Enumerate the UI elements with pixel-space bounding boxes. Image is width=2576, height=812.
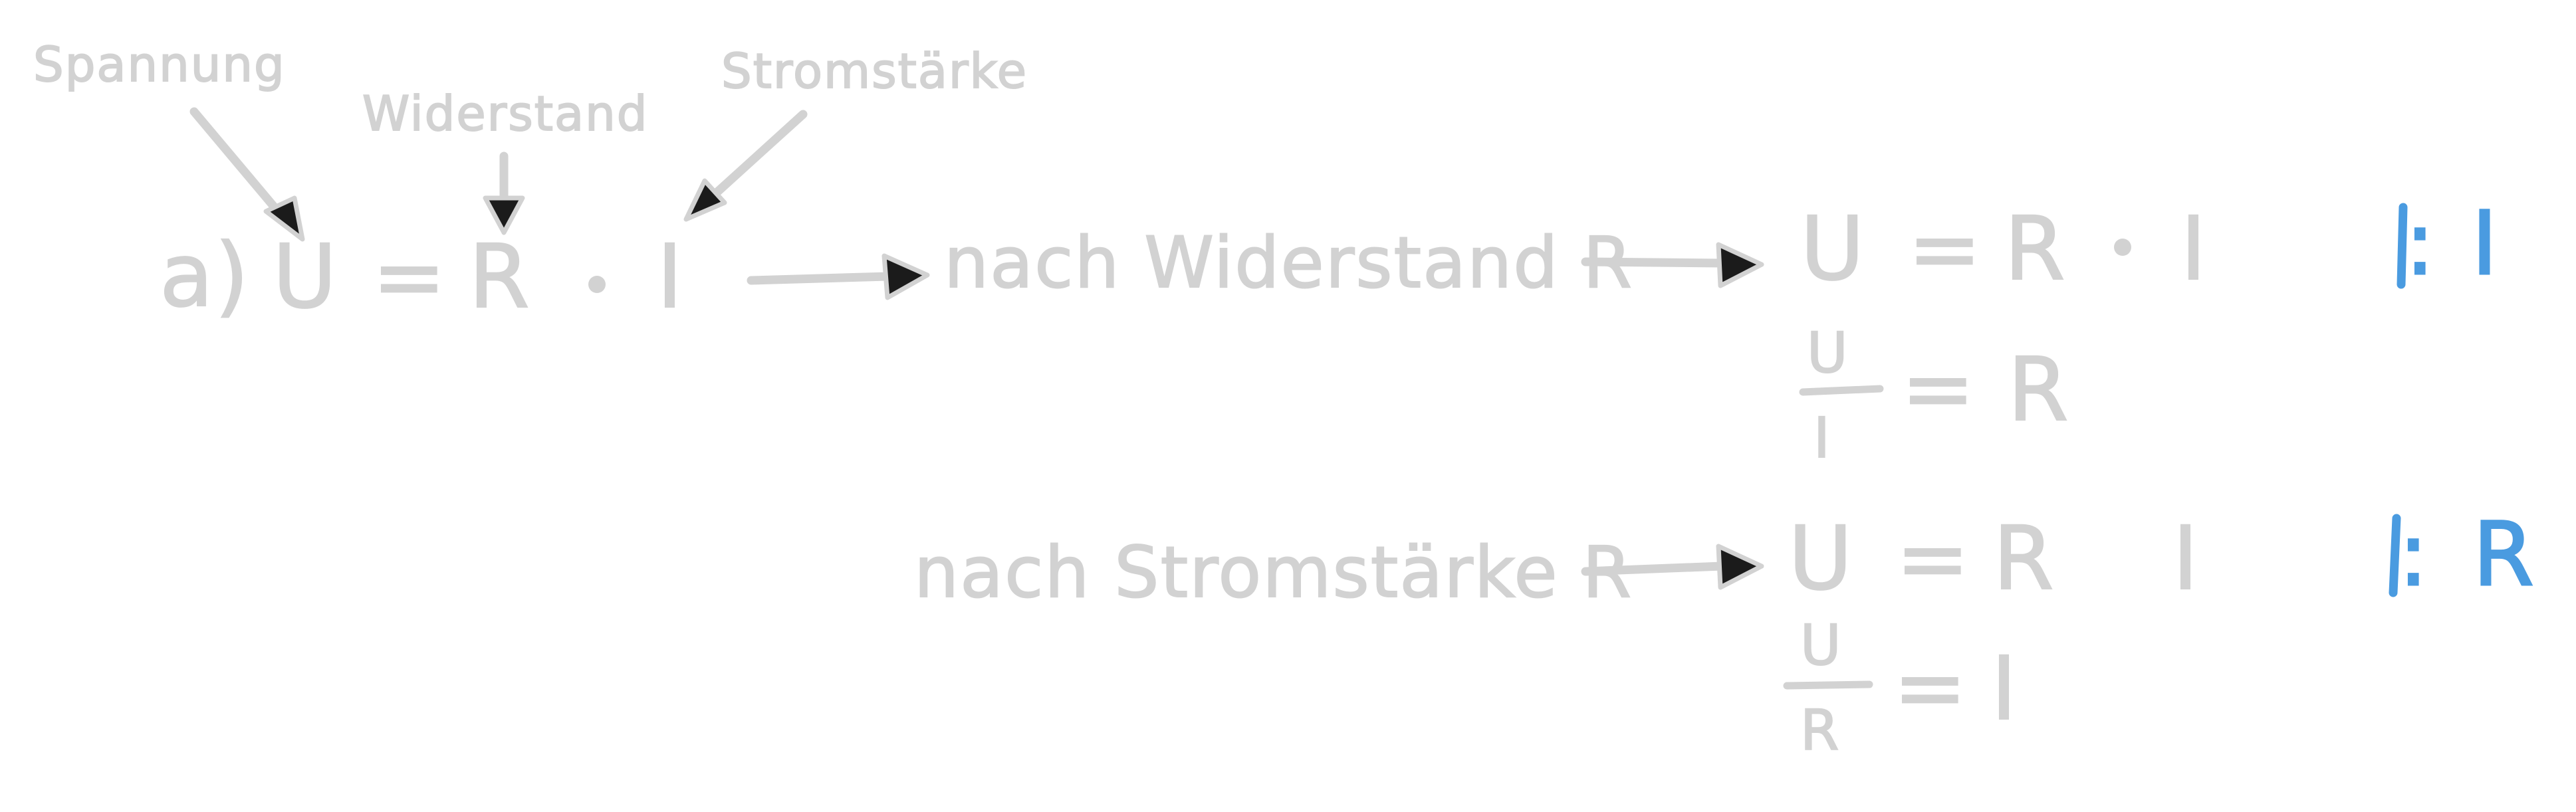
row2-equals: = [1896, 508, 1971, 610]
part-a-prefix: a) [160, 225, 250, 327]
row2-result-numerator: U [1800, 613, 1842, 678]
row1-label: nach Widerstand R [944, 222, 1633, 304]
row2-I: I [2172, 508, 2200, 610]
main-formula-U: U [273, 226, 338, 328]
row2-U: U [1788, 508, 1854, 610]
arrow-row1-label-to-equation [1581, 242, 1764, 288]
row1-result-denominator: I [1814, 405, 1831, 470]
arrow-formula-to-row1 [747, 253, 930, 300]
row2-operation-bar [2389, 514, 2401, 597]
label-current: Stromstärke [721, 43, 1028, 99]
main-formula-equals: = [372, 226, 447, 328]
label-resistance: Widerstand [362, 86, 648, 142]
row2-result-I: I [1991, 638, 2018, 740]
arrow-voltage-to-U [189, 107, 305, 242]
row1-result-equals: = [1901, 338, 1976, 440]
arrow-current-to-I [683, 110, 808, 222]
row1-result-R: R [2008, 339, 2070, 441]
row2-result-equals: = [1893, 637, 1968, 739]
row2-fraction-bar [1783, 680, 1873, 690]
row1-R: R [2004, 198, 2067, 300]
row1-operation-colon: : [2405, 193, 2436, 295]
row2-divisor: R [2473, 504, 2535, 606]
row1-I: I [2180, 198, 2208, 300]
main-formula-I: I [657, 226, 684, 328]
label-voltage: Spannung [33, 37, 286, 92]
row2-R: R [1993, 508, 2055, 610]
row1-fraction-bar [1799, 385, 1884, 396]
main-formula-times-dot [588, 276, 606, 293]
row1-times-dot [2114, 239, 2131, 256]
row1-equals: = [1908, 198, 1983, 300]
arrow-row2-label-to-equation [1581, 544, 1764, 590]
row1-divisor: I [2472, 193, 2499, 295]
row2-label: nach Stromstärke R [914, 532, 1633, 613]
row1-operation-bar [2397, 203, 2408, 289]
row2-result-denominator: R [1800, 698, 1840, 763]
arrow-resistance-to-R [483, 152, 525, 235]
row1-U: U [1800, 198, 1866, 300]
row1-result-numerator: U [1807, 320, 1849, 385]
row2-operation-colon: : [2399, 504, 2429, 606]
main-formula-R: R [469, 226, 531, 328]
